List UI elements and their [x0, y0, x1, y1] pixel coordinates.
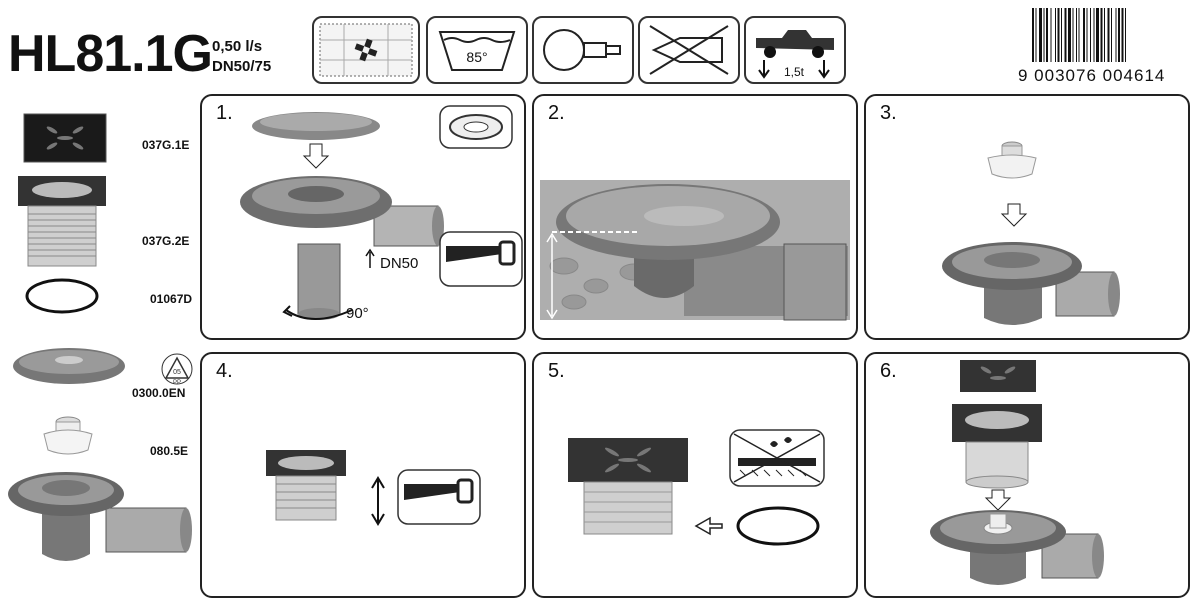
- part-code-0805e: 080.5E: [150, 444, 189, 458]
- step-number: 6.: [880, 360, 897, 382]
- step-number: 5.: [548, 360, 565, 382]
- barcode-bar: [1118, 8, 1120, 62]
- step-panel-3: 3.: [864, 94, 1190, 340]
- barcode-bar: [1121, 8, 1124, 62]
- barcode-bar: [1061, 8, 1062, 62]
- barcode-bar: [1090, 8, 1091, 62]
- recycle-icon: 05 PP: [160, 352, 194, 386]
- barcode-bar: [1043, 8, 1045, 62]
- barcode-bar: [1100, 8, 1103, 62]
- drain-body-image: [6, 464, 192, 572]
- barcode: [1030, 6, 1188, 64]
- hot-water-icon: 85°: [426, 16, 528, 84]
- barcode-bar: [1111, 8, 1112, 62]
- barcode-bar: [1072, 8, 1074, 62]
- recycle-material: PP: [173, 380, 181, 386]
- barcode-bar: [1064, 8, 1067, 62]
- barcode-bar: [1107, 8, 1110, 62]
- barcode-bar: [1096, 8, 1099, 62]
- part-code-037g2e: 037G.2E: [142, 234, 190, 248]
- step-panel-2: 2.: [532, 94, 858, 340]
- trap-part-image: [40, 410, 96, 458]
- barcode-bar: [1115, 8, 1117, 62]
- barcode-bar: [1086, 8, 1088, 62]
- barcode-bar: [1039, 8, 1042, 62]
- part-code-01067d: 01067D: [150, 292, 193, 306]
- load-label: 1,5t: [784, 65, 805, 79]
- barcode-bar: [1032, 8, 1034, 62]
- step-panel-1: 1. DN50 90°: [200, 94, 526, 340]
- step-number: 2.: [548, 102, 565, 124]
- barcode-bar: [1035, 8, 1037, 62]
- grating-icon: [312, 16, 420, 84]
- pipe-connection-icon: [532, 16, 634, 84]
- barcode-bar: [1068, 8, 1071, 62]
- barcode-number: 9 003076 004614: [1018, 66, 1166, 85]
- barcode-bar: [1055, 8, 1056, 62]
- step-number: 4.: [216, 360, 233, 382]
- part-code-037g1e: 037G.1E: [142, 138, 190, 152]
- model-number: HL81.1G: [8, 25, 213, 83]
- barcode-bar: [1104, 8, 1105, 62]
- pipe-size: DN50/75: [212, 58, 272, 75]
- flange-part-image: [10, 344, 128, 388]
- step-panel-6: 6.: [864, 352, 1190, 598]
- barcode-bar: [1083, 8, 1085, 62]
- temperature-label: 85°: [466, 49, 487, 65]
- barcode-bar: [1078, 8, 1080, 62]
- barcode-bar: [1125, 8, 1126, 62]
- step-number: 3.: [880, 102, 897, 124]
- recycle-code: 05: [173, 369, 181, 376]
- frame-part-image: [16, 174, 108, 270]
- barcode-bar: [1057, 8, 1060, 62]
- barcode-bar: [1093, 8, 1095, 62]
- o-ring-image: [24, 276, 100, 316]
- step-panel-4: 4.: [200, 352, 526, 598]
- dn-annotation: DN50: [380, 255, 418, 272]
- barcode-bar: [1050, 8, 1052, 62]
- step-panel-5: 5.: [532, 352, 858, 598]
- barcode-bar: [1046, 8, 1048, 62]
- part-code-0300en: 0300.0EN: [132, 386, 186, 400]
- grating-part-image: [22, 112, 108, 164]
- no-high-pressure-icon: [638, 16, 740, 84]
- step-number: 1.: [216, 102, 233, 124]
- angle-annotation: 90°: [346, 305, 369, 322]
- vehicle-load-icon: 1,5t: [744, 16, 846, 84]
- barcode-bar: [1076, 8, 1077, 62]
- flow-rate: 0,50 l/s: [212, 38, 263, 55]
